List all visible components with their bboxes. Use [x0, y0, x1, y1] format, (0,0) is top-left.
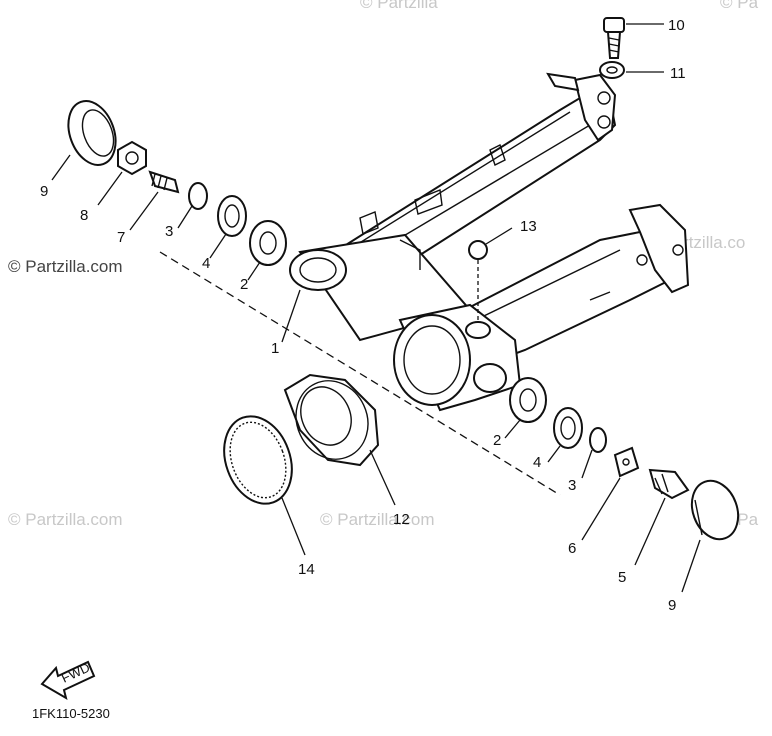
callout-4: 4	[202, 255, 210, 272]
oil-seal-cap-left	[51, 100, 117, 181]
forward-arrow-icon: FWD	[40, 660, 96, 701]
drive-housing	[393, 303, 522, 412]
assembly-axis-line	[159, 251, 561, 496]
callout-1: 1	[271, 340, 279, 357]
bearing-left	[247, 220, 287, 281]
callout-2: 2	[240, 276, 248, 293]
callout-8: 8	[80, 207, 88, 224]
watermark: © Partzilla.com	[320, 510, 435, 529]
gasket	[223, 415, 306, 556]
callout-3: 3	[165, 223, 173, 240]
callout-10: 10	[668, 17, 685, 34]
callout-5: 5	[618, 569, 626, 586]
oil-seal-cap-right	[681, 479, 740, 593]
bearing-right	[504, 377, 547, 439]
grease-nipple	[468, 227, 513, 322]
boot	[283, 373, 396, 506]
watermark: © Partzilla.com	[8, 510, 123, 529]
oil-seal-right	[547, 407, 583, 463]
watermark: © Partzilla.com	[8, 257, 123, 276]
callout-11: 11	[670, 65, 686, 82]
diagram-code: 1FK110-5230	[32, 706, 110, 721]
washer	[599, 61, 664, 79]
oil-seal-left	[209, 195, 247, 259]
nut	[97, 140, 147, 206]
callout-7: 7	[117, 229, 125, 246]
watermark: © Pa	[720, 0, 759, 12]
callout-12: 12	[393, 511, 410, 528]
adjusting-bolt-right	[634, 468, 690, 566]
callout-9: 9	[40, 183, 48, 200]
callout-4: 4	[533, 454, 541, 471]
callout-6: 6	[568, 540, 576, 557]
collar-left	[177, 182, 208, 229]
callout-13: 13	[520, 218, 537, 235]
watermark: © Partzilla	[360, 0, 438, 12]
callout-14: 14	[298, 561, 315, 578]
callout-3: 3	[568, 477, 576, 494]
bolt	[603, 17, 664, 59]
collar-right	[581, 427, 607, 479]
callout-9: 9	[668, 597, 676, 614]
bracket	[581, 446, 640, 541]
callout-2: 2	[493, 432, 501, 449]
adjusting-bolt-left	[129, 170, 180, 231]
